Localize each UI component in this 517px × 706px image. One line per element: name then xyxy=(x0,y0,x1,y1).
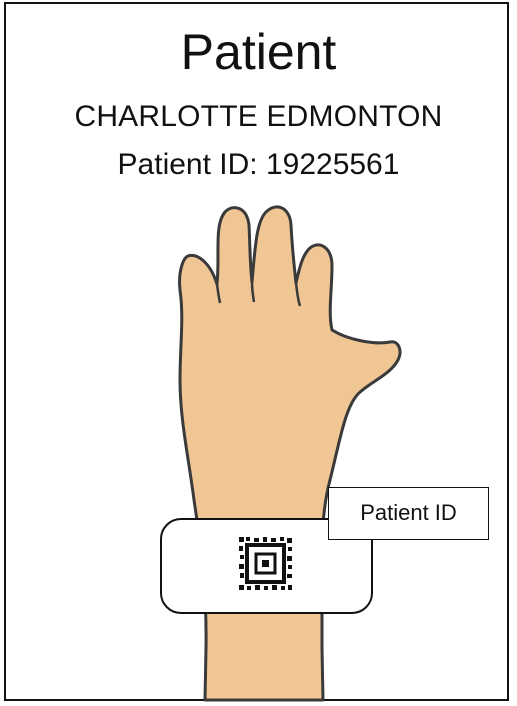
hand-arm-shape xyxy=(180,207,400,700)
patient-id-callout: Patient ID xyxy=(328,487,489,540)
qr-code-icon xyxy=(239,537,292,590)
